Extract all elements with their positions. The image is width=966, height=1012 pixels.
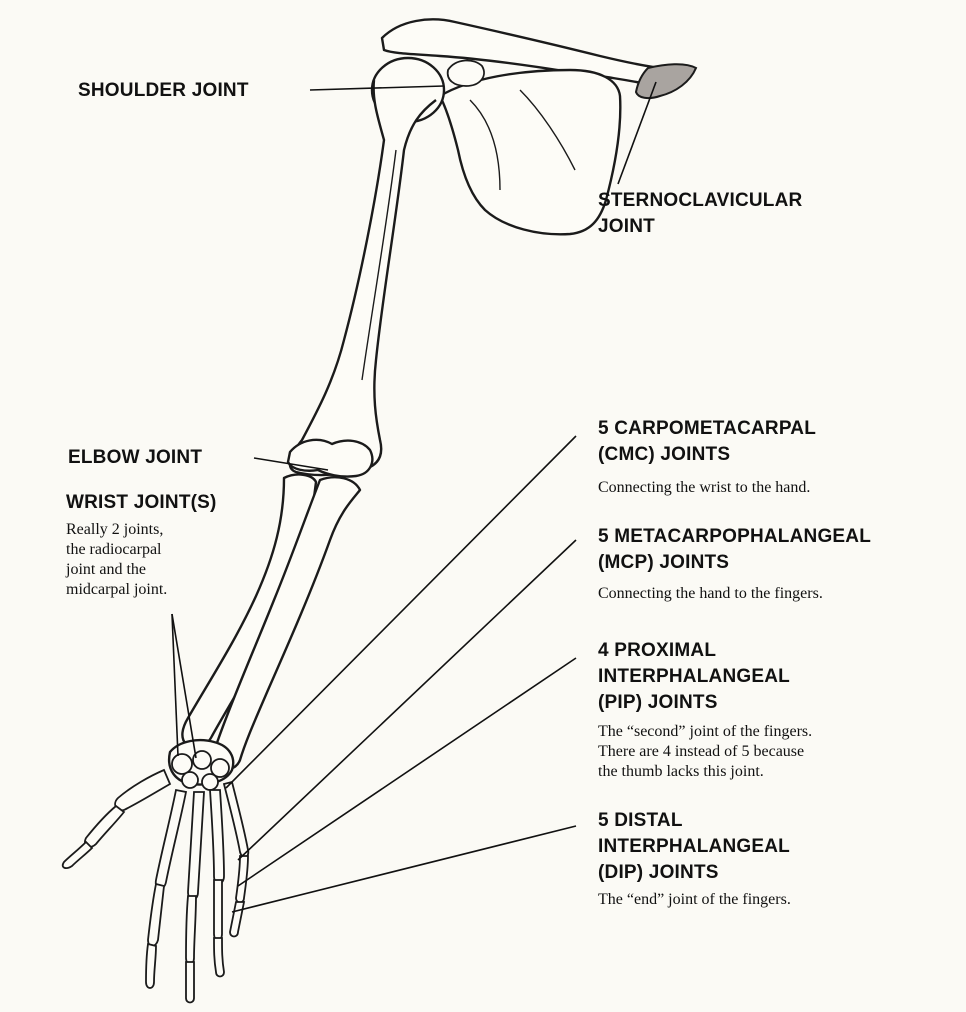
label-shoulder-joint-text: SHOULDER JOINT xyxy=(78,78,249,104)
mcp-title-line-2: (MCP) JOINTS xyxy=(598,550,871,576)
dip-title-line-1: 5 DISTAL xyxy=(598,808,790,834)
label-mcp-joints: 5 METACARPOPHALANGEAL (MCP) JOINTS xyxy=(598,524,871,576)
cmc-desc-line-1: Connecting the wrist to the hand. xyxy=(598,478,810,498)
mcp-description: Connecting the hand to the fingers. xyxy=(598,584,823,604)
dip-desc-line-1: The “end” joint of the fingers. xyxy=(598,890,791,910)
dip-title-line-3: (DIP) JOINTS xyxy=(598,860,790,886)
wrist-desc-line-2: the radiocarpal xyxy=(66,540,167,560)
label-elbow-joint-text: ELBOW JOINT xyxy=(68,445,202,471)
label-wrist-joint: WRIST JOINT(S) xyxy=(66,490,217,516)
label-wrist-joint-title: WRIST JOINT(S) xyxy=(66,490,217,516)
dip-title-line-2: INTERPHALANGEAL xyxy=(598,834,790,860)
finger-bones xyxy=(146,782,248,1003)
mcp-desc-line-1: Connecting the hand to the fingers. xyxy=(598,584,823,604)
pip-description: The “second” joint of the fingers. There… xyxy=(598,722,812,782)
label-dip-joints: 5 DISTAL INTERPHALANGEAL (DIP) JOINTS xyxy=(598,808,790,886)
cmc-description: Connecting the wrist to the hand. xyxy=(598,478,810,498)
label-elbow-joint: ELBOW JOINT xyxy=(68,445,202,471)
thumb-bones xyxy=(63,770,170,868)
leader-dip xyxy=(232,826,576,912)
wrist-joint-description: Really 2 joints, the radiocarpal joint a… xyxy=(66,520,167,600)
pip-desc-line-1: The “second” joint of the fingers. xyxy=(598,722,812,742)
coracoid-process xyxy=(448,60,484,86)
leader-pip xyxy=(238,658,576,886)
pip-title-line-1: 4 PROXIMAL xyxy=(598,638,790,664)
cmc-title-line-2: (CMC) JOINTS xyxy=(598,442,816,468)
label-shoulder-joint: SHOULDER JOINT xyxy=(78,78,249,104)
scapula xyxy=(440,70,620,234)
label-sternoclavicular-joint: STERNOCLAVICULAR JOINT xyxy=(598,188,802,240)
label-sternoclavicular-line-2: JOINT xyxy=(598,214,802,240)
pip-desc-line-3: the thumb lacks this joint. xyxy=(598,762,812,782)
mcp-title-line-1: 5 METACARPOPHALANGEAL xyxy=(598,524,871,550)
wrist-desc-line-1: Really 2 joints, xyxy=(66,520,167,540)
leader-sternoclavicular xyxy=(618,82,656,184)
wrist-desc-line-3: joint and the xyxy=(66,560,167,580)
label-cmc-joints: 5 CARPOMETACARPAL (CMC) JOINTS xyxy=(598,416,816,468)
humerus xyxy=(290,80,436,475)
carpal-bones xyxy=(169,740,233,790)
cmc-title-line-1: 5 CARPOMETACARPAL xyxy=(598,416,816,442)
wrist-desc-line-4: midcarpal joint. xyxy=(66,580,167,600)
label-sternoclavicular-line-1: STERNOCLAVICULAR xyxy=(598,188,802,214)
pip-title-line-3: (PIP) JOINTS xyxy=(598,690,790,716)
label-pip-joints: 4 PROXIMAL INTERPHALANGEAL (PIP) JOINTS xyxy=(598,638,790,716)
pip-desc-line-2: There are 4 instead of 5 because xyxy=(598,742,812,762)
elbow-condyles xyxy=(288,440,372,477)
pip-title-line-2: INTERPHALANGEAL xyxy=(598,664,790,690)
dip-description: The “end” joint of the fingers. xyxy=(598,890,791,910)
